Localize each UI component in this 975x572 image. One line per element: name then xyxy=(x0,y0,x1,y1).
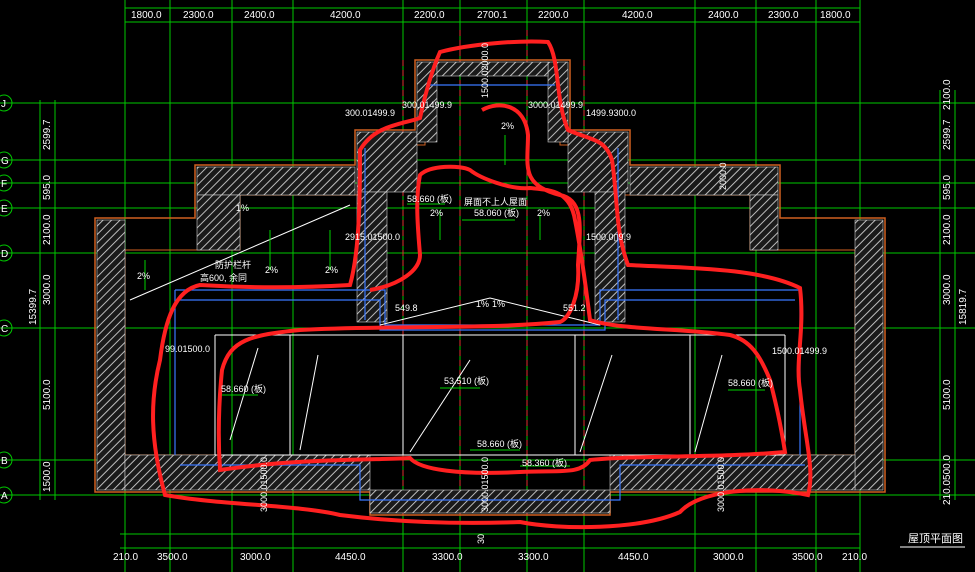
dim-text: 595.0 xyxy=(942,175,953,200)
dim-text: 2100.0 xyxy=(42,214,53,245)
tiled-roof-hatching xyxy=(96,61,884,514)
dim-text: 2300.0 xyxy=(183,10,214,21)
slope-label: 2% xyxy=(265,265,278,275)
slope-label: 2% xyxy=(537,208,550,218)
annotation: 2915.01500.0 xyxy=(345,232,400,242)
annotation: 300.01499.9 xyxy=(402,100,452,110)
right-dimensions: 2100.0 2599.7 595.0 2100.0 3000.0 5100.0… xyxy=(942,79,969,505)
annotation: 1500.0▯9.9 xyxy=(586,232,631,242)
dim-text: 4450.0 xyxy=(335,552,366,563)
slope-label: 1% xyxy=(492,299,505,309)
dim-text: 210.0500.0 xyxy=(942,455,953,505)
axis-label: A xyxy=(1,491,8,502)
axis-label: B xyxy=(1,456,8,467)
annotation: 3000.01500.0 xyxy=(480,457,490,512)
roof-note: 屏面不上人屋面 xyxy=(464,197,527,207)
roof-outline-outer xyxy=(94,59,886,516)
annotation: 3000.01499.9 xyxy=(528,100,583,110)
dim-text: 2599.7 xyxy=(942,119,953,150)
elevation-label: 53.510 (板) xyxy=(444,375,489,386)
annotation: 551.2 xyxy=(563,303,586,313)
axis-label: E xyxy=(1,204,8,215)
dim-text: 1500.0 xyxy=(42,461,53,492)
slope-label: 1% xyxy=(236,203,249,213)
dim-text: 3500.0 xyxy=(792,552,823,563)
bottom-dimensions: 210.0 3500.0 3000.0 4450.0 3300.0 3300.0… xyxy=(113,552,867,563)
annotation: 3000.01500.0 xyxy=(259,457,269,512)
dim-text: 2599.7 xyxy=(42,119,53,150)
annotation: 1500.02000.0 xyxy=(480,43,490,98)
dim-text: 3000.0 xyxy=(713,552,744,563)
annotation: 3000.01500.0 xyxy=(716,457,726,512)
annotation: 30 xyxy=(476,534,486,544)
axis-labels: J G F E D C B A xyxy=(1,99,9,502)
dim-text: 3500.0 xyxy=(157,552,188,563)
axis-label: F xyxy=(1,179,7,190)
dim-text: 3300.0 xyxy=(518,552,549,563)
dim-text: 4200.0 xyxy=(330,10,361,21)
elevation-label: 58.660 (板) xyxy=(221,383,266,394)
dim-text: 2200.0 xyxy=(414,10,445,21)
annotation-leaders xyxy=(144,135,765,467)
dim-text: 3000.0 xyxy=(240,552,271,563)
railing-note: 高600, 余同 xyxy=(200,272,247,283)
dim-text: 2100.0 xyxy=(942,79,953,110)
axis-label: D xyxy=(1,249,8,260)
interior-annotations: 300.01499.9 300.01499.9 3000.01499.9 149… xyxy=(137,43,827,544)
axis-label: G xyxy=(1,156,9,167)
dim-text: 4200.0 xyxy=(622,10,653,21)
top-dimensions: 1800.0 2300.0 2400.0 4200.0 2200.0 2700.… xyxy=(131,10,851,21)
axis-bubbles-left xyxy=(0,94,13,504)
dim-text: 210.0 xyxy=(113,552,138,563)
dim-text: 15819.7 xyxy=(958,288,969,325)
drawing-title: 屋顶平面图 xyxy=(908,532,963,545)
dim-text: 3000.0 xyxy=(942,274,953,305)
elevation-label: 58.060 (板) xyxy=(474,207,519,218)
axis-label: C xyxy=(1,324,8,335)
dim-text: 1800.0 xyxy=(820,10,851,21)
left-dimensions: 2599.7 595.0 2100.0 3000.0 5100.0 1500.0… xyxy=(28,119,53,492)
dim-text: 1800.0 xyxy=(131,10,162,21)
slope-label: 2% xyxy=(430,208,443,218)
dim-text: 5100.0 xyxy=(942,379,953,410)
slope-label: 1% xyxy=(476,299,489,309)
dim-text: 3000.0 xyxy=(42,274,53,305)
annotation: 99.01500.0 xyxy=(165,344,210,354)
dim-text: 2400.0 xyxy=(244,10,275,21)
annotation: 1500.01499.9 xyxy=(772,346,827,356)
red-highlight-outline xyxy=(151,39,813,530)
slope-label: 2% xyxy=(501,121,514,131)
slope-label: 2% xyxy=(325,265,338,275)
annotation: 300.01499.9 xyxy=(345,108,395,118)
annotation: 549.8 xyxy=(395,303,418,313)
slope-label: 2% xyxy=(137,271,150,281)
annotation: 2000.0 xyxy=(718,162,728,190)
annotation: 1499.9300.0 xyxy=(586,108,636,118)
railing-note: 防护栏杆 xyxy=(215,259,251,270)
dim-text: 210.0 xyxy=(842,552,867,563)
dim-text: 2100.0 xyxy=(942,214,953,245)
dim-text: 595.0 xyxy=(42,175,53,200)
elevation-label: 58.660 (板) xyxy=(407,193,452,204)
dim-text: 2200.0 xyxy=(538,10,569,21)
dim-text: 2400.0 xyxy=(708,10,739,21)
elevation-label: 58.360 (板) xyxy=(522,457,567,468)
dim-text: 2300.0 xyxy=(768,10,799,21)
dim-text: 15399.7 xyxy=(28,288,39,325)
red-highlight-inner xyxy=(216,103,788,475)
axis-label: J xyxy=(1,99,6,110)
dim-text: 3300.0 xyxy=(432,552,463,563)
dim-text: 4450.0 xyxy=(618,552,649,563)
elevation-label: 58.660 (板) xyxy=(477,438,522,449)
dim-text: 2700.1 xyxy=(477,10,508,21)
elevation-label: 58.660 (板) xyxy=(728,377,773,388)
dim-text: 5100.0 xyxy=(42,379,53,410)
